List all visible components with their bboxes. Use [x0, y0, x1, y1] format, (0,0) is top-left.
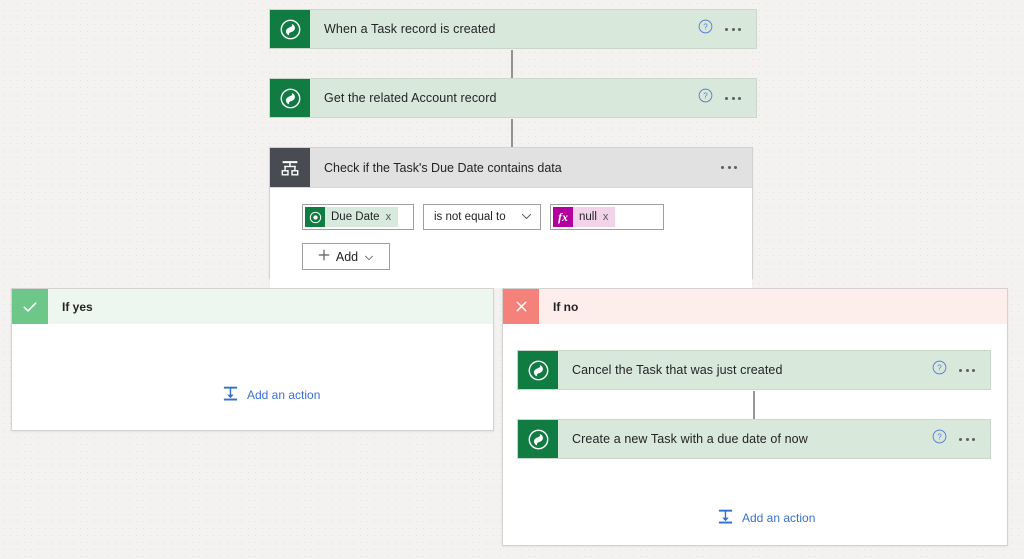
condition-left-operand[interactable]: Due Date x: [302, 204, 414, 230]
ellipsis-icon[interactable]: [721, 166, 737, 169]
due-date-token[interactable]: Due Date x: [305, 207, 399, 227]
condition-title: Check if the Task's Due Date contains da…: [324, 160, 562, 175]
svg-text:?: ?: [937, 364, 942, 373]
branch-if-yes: If yes Add an action: [11, 288, 494, 431]
add-condition-button[interactable]: Add: [302, 243, 390, 270]
flow-step-title: Cancel the Task that was just created: [572, 363, 783, 377]
dataverse-token-icon: [305, 207, 325, 227]
flow-step-tools: ?: [698, 10, 756, 48]
ellipsis-icon[interactable]: [959, 368, 975, 372]
branch-if-no-label: If no: [553, 299, 579, 314]
close-x-icon: [503, 289, 539, 324]
add-action-if-no-label: Add an action: [742, 511, 816, 525]
null-expression-chip[interactable]: fx null x: [553, 207, 616, 227]
branch-if-yes-header: If yes: [12, 289, 493, 324]
dataverse-icon: [270, 79, 310, 117]
ellipsis-icon[interactable]: [725, 27, 741, 31]
flow-step-tools: ?: [698, 79, 756, 117]
dataverse-icon: [518, 351, 558, 389]
flow-step-cancel-task[interactable]: Cancel the Task that was just created ?: [517, 350, 991, 390]
flow-step-title: When a Task record is created: [324, 22, 496, 36]
help-circle-icon[interactable]: ?: [932, 429, 947, 449]
condition-header[interactable]: Check if the Task's Due Date contains da…: [270, 148, 752, 188]
chevron-down-icon: [364, 250, 374, 264]
flow-step-title: Create a new Task with a due date of now: [572, 432, 808, 446]
add-action-if-no[interactable]: Add an action: [717, 508, 815, 528]
svg-text:?: ?: [937, 433, 942, 442]
plus-icon: [318, 249, 330, 264]
condition-operator-select[interactable]: is not equal to: [423, 204, 541, 230]
condition-branch-icon: [270, 148, 310, 187]
due-date-token-label: Due Date: [331, 211, 380, 223]
condition-row: Due Date x is not equal to fx null x: [302, 204, 752, 230]
function-fx-icon: fx: [553, 207, 573, 227]
branch-if-no-header: If no: [503, 289, 1007, 324]
flow-step-title: Get the related Account record: [324, 91, 497, 105]
chevron-down-icon: [521, 211, 532, 223]
dataverse-icon: [518, 420, 558, 458]
checkmark-icon: [12, 289, 48, 324]
condition-card: Check if the Task's Due Date contains da…: [269, 147, 753, 288]
flow-step-create-task[interactable]: Create a new Task with a due date of now…: [517, 419, 991, 459]
help-circle-icon[interactable]: ?: [698, 19, 713, 39]
dataverse-icon: [270, 10, 310, 48]
ellipsis-icon[interactable]: [959, 437, 975, 441]
add-action-if-yes[interactable]: Add an action: [222, 385, 320, 405]
add-condition-label: Add: [335, 249, 359, 264]
condition-right-operand[interactable]: fx null x: [550, 204, 664, 230]
remove-token-icon[interactable]: x: [385, 210, 392, 223]
svg-text:?: ?: [703, 92, 708, 101]
add-action-icon: [222, 385, 239, 405]
condition-body: Due Date x is not equal to fx null x: [270, 188, 752, 288]
condition-operator-value: is not equal to: [434, 211, 506, 223]
add-action-if-yes-label: Add an action: [247, 388, 321, 402]
flow-step-trigger[interactable]: When a Task record is created ?: [269, 9, 757, 49]
ellipsis-icon[interactable]: [725, 96, 741, 100]
add-action-icon: [717, 508, 734, 528]
branch-if-no: If no Cancel the Task that was just crea…: [502, 288, 1008, 546]
branch-if-yes-label: If yes: [62, 299, 93, 314]
condition-tools: [721, 148, 752, 187]
flow-step-tools: ?: [932, 351, 990, 389]
flow-step-get-account[interactable]: Get the related Account record ?: [269, 78, 757, 118]
help-circle-icon[interactable]: ?: [932, 360, 947, 380]
help-circle-icon[interactable]: ?: [698, 88, 713, 108]
remove-token-icon[interactable]: x: [602, 210, 609, 223]
null-expression-label: null: [579, 211, 597, 223]
svg-text:?: ?: [703, 23, 708, 32]
flow-step-tools: ?: [932, 420, 990, 458]
